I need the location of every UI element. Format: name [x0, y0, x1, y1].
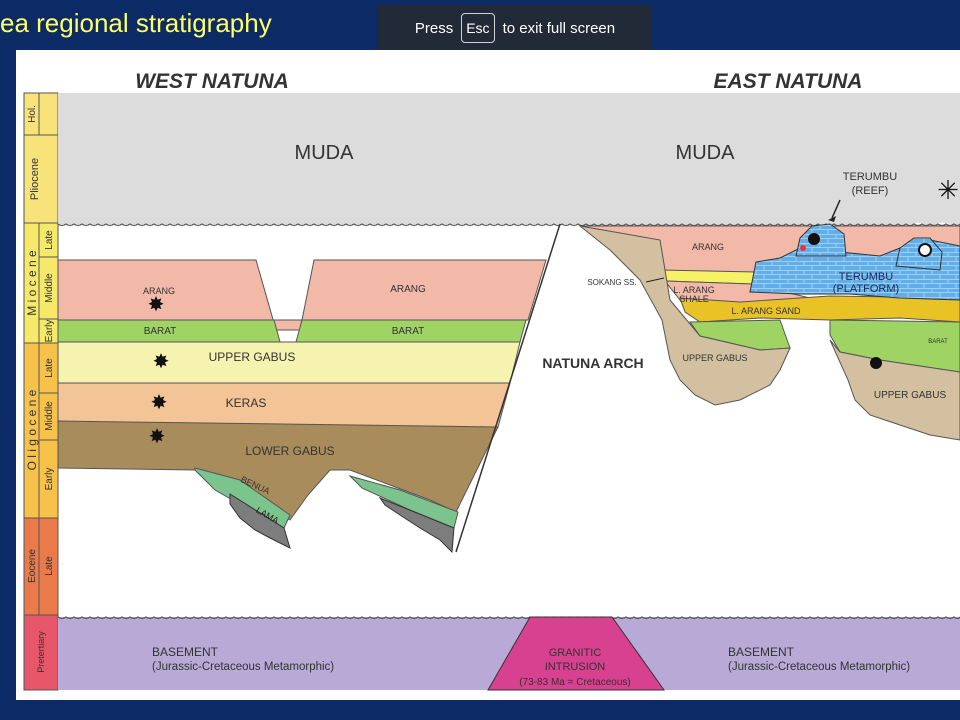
l-arang-shale-label-2: SHALE [679, 294, 709, 304]
upper-gabus-east-label-2: UPPER GABUS [874, 390, 947, 401]
pliocene-label: Pliocene [29, 158, 41, 200]
granitic-label-2: INTRUSION [545, 661, 606, 673]
pliocene-box [23, 134, 59, 224]
granitic-label-1: GRANITIC [549, 647, 602, 659]
terumbu-reef-arrow [831, 199, 841, 219]
stratigraphy-svg: Hol. Pliocene M i o c e n e Late Middle … [23, 70, 960, 691]
terumbu-reef-label-2: (REEF) [852, 185, 889, 197]
east-natuna-heading: EAST NATUNA [714, 70, 863, 93]
star-icon-upper-gabus: ✸ [153, 351, 170, 373]
slide-title: ea regional stratigraphy [0, 8, 272, 38]
miocene-middle-label: Middle [44, 273, 55, 303]
star-icon-keras: ✸ [151, 392, 168, 414]
oligocene-label: O l i g o c e n e [25, 389, 39, 470]
basement-west-label: BASEMENT [152, 645, 219, 659]
muda-layer [58, 93, 960, 226]
star-icon-lower-gabus: ✸ [149, 426, 166, 448]
oligocene-early-label: Early [44, 468, 55, 491]
arang-west-label-2: ARANG [390, 284, 426, 295]
muda-east-label: MUDA [676, 142, 736, 164]
timescale-column: Hol. Pliocene M i o c e n e Late Middle … [23, 92, 59, 691]
esc-key-badge[interactable]: Esc [461, 13, 495, 43]
barat-west-label-2: BARAT [392, 326, 425, 337]
l-arang-sand-layer [679, 295, 960, 323]
granitic-intrusion-shape [487, 616, 665, 691]
stratigraphy-diagram: Hol. Pliocene M i o c e n e Late Middle … [16, 50, 960, 700]
sokang-arrow [645, 277, 665, 283]
pretertiary-label: Pretertiary [36, 631, 46, 673]
lower-gabus-label: LOWER GABUS [245, 444, 334, 458]
barat-west-label-1: BARAT [144, 326, 177, 337]
basement-west-sub: (Jurassic-Cretaceous Metamorphic) [152, 661, 334, 673]
west-fault-line [455, 223, 561, 553]
sokang-label: SOKANG SS. [587, 278, 636, 287]
miocene-early-label: Early [44, 320, 55, 343]
star-icon-arang: ✸ [148, 294, 165, 316]
natuna-arch-label: NATUNA ARCH [542, 355, 643, 371]
basement-east-label: BASEMENT [728, 645, 795, 659]
terumbu-reef-label-1: TERUMBU [843, 171, 897, 183]
arang-west-label-1: ARANG [143, 286, 175, 296]
upper-gabus-east-label-1: UPPER GABUS [682, 353, 747, 363]
basement-wavy-top [57, 616, 960, 620]
west-natuna-heading: WEST NATUNA [135, 70, 289, 93]
hol-stage-box [38, 92, 59, 136]
keras-label: KERAS [226, 396, 267, 410]
miocene-label: M i o c e n e [25, 250, 39, 316]
fullscreen-press-text: Press [414, 19, 454, 37]
fullscreen-rest-text: to exit full screen [502, 19, 616, 37]
arrow-head-reef [828, 216, 836, 222]
well-marker-reef [808, 233, 820, 245]
star-markers-west: ✸ ✸ ✸ ✸ [148, 294, 170, 448]
red-marker [800, 245, 806, 251]
eocene-late-label: Late [44, 556, 55, 576]
miocene-late-label: Late [44, 230, 55, 250]
muda-west-label: MUDA [295, 142, 355, 164]
arang-east-label: ARANG [692, 242, 724, 252]
barat-east-label: BARAT [928, 339, 948, 345]
lama-layer [229, 493, 455, 554]
l-arang-sand-label: L. ARANG SAND [731, 306, 801, 316]
basement-east-sub: (Jurassic-Cretaceous Metamorphic) [728, 661, 910, 673]
upper-gabus-west-label: UPPER GABUS [209, 350, 296, 364]
terumbu-reef-shape [795, 223, 847, 257]
granitic-label-3: (73-83 Ma = Cretaceous) [519, 677, 630, 688]
eocene-label: Eocene [27, 549, 38, 583]
terumbu-platform-label-1: TERUMBU [839, 271, 893, 283]
well-marker-upper-gabus [870, 357, 882, 369]
l-arang-shale-label-1: L. ARANG [673, 285, 715, 295]
asterisk-icon-east: ✳ [937, 175, 959, 205]
hol-label: Hol. [27, 105, 38, 123]
upper-gabus-east-west-lobe [579, 225, 791, 406]
muda-wavy-base [57, 223, 960, 227]
fullscreen-exit-banner: Press Esc to exit full screen [378, 5, 652, 51]
oligocene-middle-label: Middle [44, 401, 55, 431]
open-marker-reef [918, 243, 932, 257]
keras-layer [57, 382, 511, 428]
terumbu-platform-label-2: (PLATFORM) [833, 283, 899, 295]
oligocene-late-label: Late [44, 358, 55, 378]
